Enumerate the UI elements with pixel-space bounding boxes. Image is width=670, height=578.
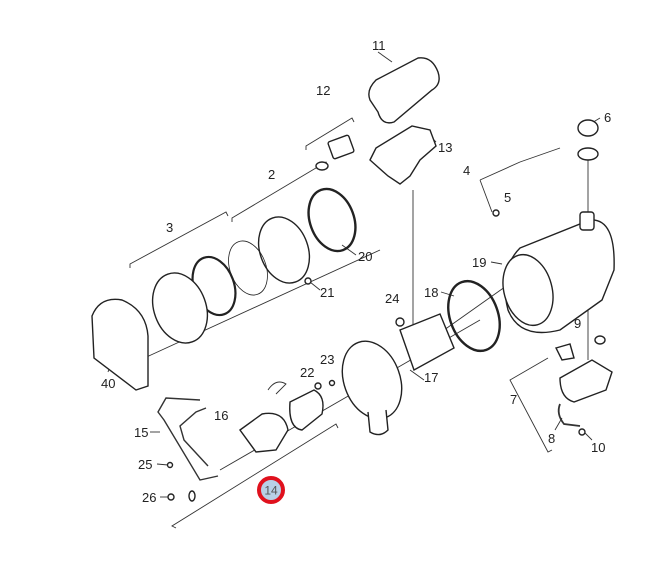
part-18-clamp-ring[interactable] xyxy=(439,274,509,358)
callout-26[interactable]: 26 xyxy=(142,490,156,505)
part-14-clip xyxy=(267,381,287,395)
part-16-harness[interactable] xyxy=(179,407,209,467)
callout-6[interactable]: 6 xyxy=(604,110,611,125)
part-22-screw[interactable] xyxy=(314,382,322,390)
part-23-washer[interactable] xyxy=(328,379,336,387)
part-25-clip[interactable] xyxy=(166,461,174,469)
part-19-pipe xyxy=(579,211,595,231)
part-26-cap xyxy=(188,490,196,502)
callout-14-highlighted[interactable]: 14 xyxy=(257,476,285,504)
part-8-clip[interactable] xyxy=(557,403,581,427)
part-14-gasket[interactable] xyxy=(289,389,324,431)
part-4-sensor[interactable] xyxy=(479,147,561,213)
callout-labels: 11 12 13 6 4 5 2 3 20 21 19 18 24 9 22 2… xyxy=(101,38,611,505)
part-12-seal[interactable] xyxy=(315,161,329,171)
part-24-nut[interactable] xyxy=(395,317,405,327)
part-14-glow-plug[interactable] xyxy=(239,412,289,453)
part-19-face[interactable] xyxy=(496,249,561,331)
callout-8[interactable]: 8 xyxy=(548,431,555,446)
part-20-oring[interactable] xyxy=(300,182,363,257)
part-21-screw[interactable] xyxy=(304,277,312,285)
callout-2[interactable]: 2 xyxy=(268,167,275,182)
callout-25[interactable]: 25 xyxy=(138,457,152,472)
part-11-cover[interactable] xyxy=(368,57,440,124)
callout-12[interactable]: 12 xyxy=(316,83,330,98)
callout-24[interactable]: 24 xyxy=(385,291,399,306)
highlight-ring xyxy=(257,476,285,504)
callout-18[interactable]: 18 xyxy=(424,285,438,300)
part-26-nut[interactable] xyxy=(167,493,175,501)
part-6-sensor[interactable] xyxy=(577,119,599,137)
callout-11[interactable]: 11 xyxy=(372,38,386,53)
callout-14[interactable]: 14 xyxy=(264,484,278,498)
callout-7[interactable]: 7 xyxy=(510,392,517,407)
part-7-pump[interactable] xyxy=(559,359,613,403)
callout-3[interactable]: 3 xyxy=(166,220,173,235)
part-9-oring[interactable] xyxy=(594,335,606,345)
part-5-seal[interactable] xyxy=(492,209,500,217)
callout-15[interactable]: 15 xyxy=(134,425,148,440)
part-40-intake-cover[interactable] xyxy=(91,298,149,391)
part-13-housing[interactable] xyxy=(369,125,437,185)
part-10-screw[interactable] xyxy=(578,428,586,436)
callout-5[interactable]: 5 xyxy=(504,190,511,205)
part-3-filter[interactable] xyxy=(143,265,216,350)
callout-13[interactable]: 13 xyxy=(438,140,452,155)
part-7-bracket xyxy=(554,343,575,361)
callout-40[interactable]: 40 xyxy=(101,376,115,391)
part-2-blower[interactable] xyxy=(250,210,318,290)
callout-19[interactable]: 19 xyxy=(472,255,486,270)
callout-16[interactable]: 16 xyxy=(214,408,228,423)
callout-22[interactable]: 22 xyxy=(300,365,314,380)
callout-17[interactable]: 17 xyxy=(424,370,438,385)
part-15-harness[interactable] xyxy=(157,397,219,481)
part-17-outlet xyxy=(367,409,389,436)
part-6-clamp[interactable] xyxy=(577,147,599,161)
callout-4[interactable]: 4 xyxy=(463,163,470,178)
part-17-tube[interactable] xyxy=(399,313,455,372)
callout-20[interactable]: 20 xyxy=(358,249,372,264)
callout-23[interactable]: 23 xyxy=(320,352,334,367)
callout-9[interactable]: 9 xyxy=(574,316,581,331)
part-12-connector[interactable] xyxy=(327,134,355,160)
callout-10[interactable]: 10 xyxy=(591,440,605,455)
callout-21[interactable]: 21 xyxy=(320,285,334,300)
